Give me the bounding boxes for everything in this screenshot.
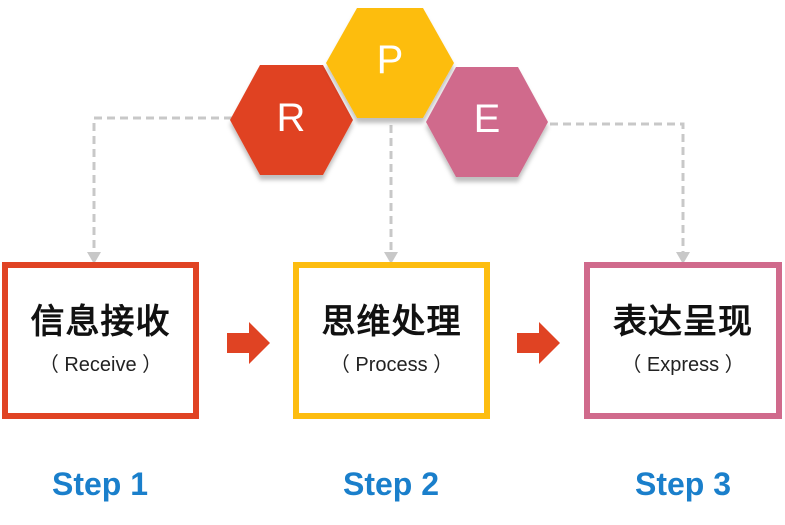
hexagon-p xyxy=(326,8,454,118)
step-3-title: 表达呈现 xyxy=(613,302,753,343)
step-2-box: 思维处理 （ Process ） xyxy=(293,262,490,419)
connector-e-to-step3 xyxy=(550,122,690,264)
step-2-subtitle: （ Process ） xyxy=(329,353,454,376)
step-1-box: 信息接收 （ Receive ） xyxy=(2,262,199,419)
hexagon-p-label: P xyxy=(376,38,404,82)
step-1-title: 信息接收 xyxy=(30,302,171,343)
step-1-subtitle: （ Receive ） xyxy=(38,353,163,376)
hexagon-e-label: E xyxy=(473,97,501,141)
hexagon-e xyxy=(426,67,548,177)
step-3-label: Step 3 xyxy=(634,466,732,502)
hexagon-r-label: R xyxy=(276,96,306,140)
arrow-step1-to-step2 xyxy=(227,322,270,364)
step-3-subtitle: （ Express ） xyxy=(621,353,745,376)
hexagon-r xyxy=(230,65,353,175)
connector-r-to-step1 xyxy=(87,116,232,264)
step-2-title: 思维处理 xyxy=(321,302,462,343)
step-3-box: 表达呈现 （ Express ） xyxy=(584,262,782,419)
arrow-step2-to-step3 xyxy=(517,322,560,364)
step-1-label: Step 1 xyxy=(51,466,149,502)
connector-p-to-step2 xyxy=(384,125,398,264)
step-2-label: Step 2 xyxy=(342,466,440,502)
